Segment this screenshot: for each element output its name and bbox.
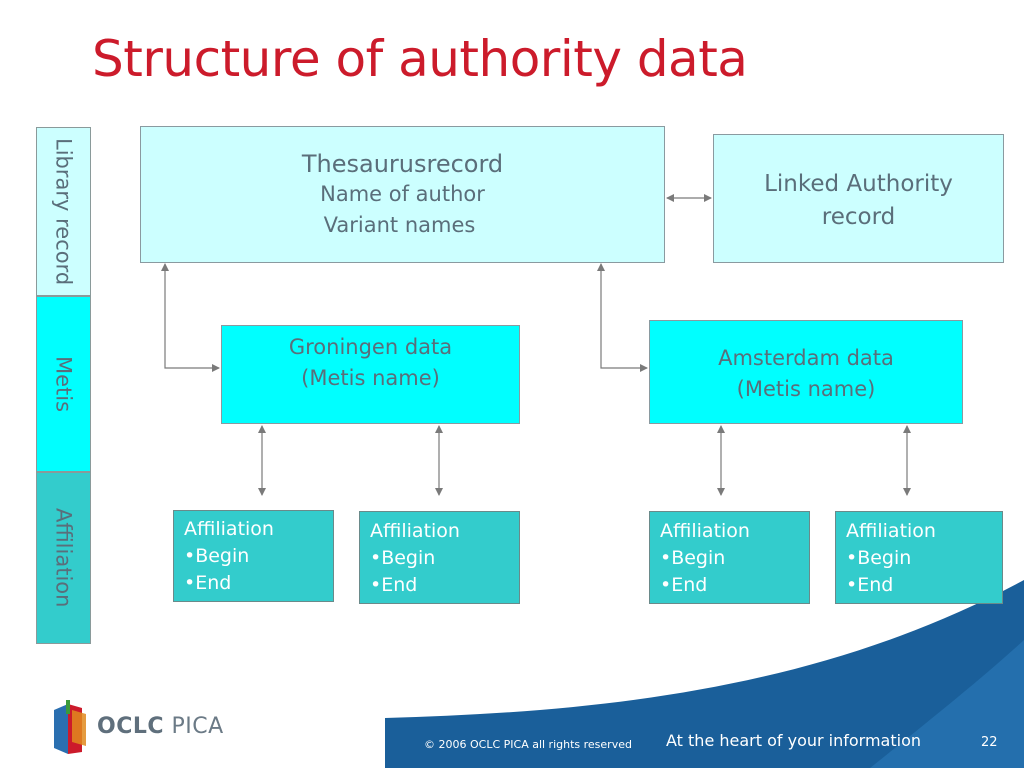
side-label-metis: Metis bbox=[36, 296, 91, 472]
groningen-data-box: Groningen data (Metis name) bbox=[221, 325, 520, 424]
affiliation-end: •End bbox=[660, 574, 708, 596]
logo-text: OCLC PICA bbox=[97, 714, 224, 739]
affiliation-title: Affiliation bbox=[184, 518, 274, 540]
arrow-thesaurus-amsterdam bbox=[597, 263, 648, 372]
amsterdam-line2: (Metis name) bbox=[736, 377, 876, 401]
groningen-line1: Groningen data bbox=[288, 335, 453, 359]
affiliation-title: Affiliation bbox=[370, 520, 460, 542]
linked-line2: record bbox=[821, 204, 896, 230]
arrow-thesaurus-groningen bbox=[161, 263, 220, 372]
side-label-affiliation: Affiliation bbox=[36, 472, 91, 644]
amsterdam-line1: Amsterdam data bbox=[718, 346, 894, 370]
logo-oclc: OCLC bbox=[97, 714, 165, 739]
affiliation-begin: •Begin bbox=[370, 547, 436, 569]
page-title: Structure of authority data bbox=[92, 30, 748, 88]
affiliation-box-4: Affiliation •Begin •End bbox=[835, 511, 1003, 604]
affiliation-title: Affiliation bbox=[660, 520, 750, 542]
thesaurus-record-box: Thesaurusrecord Name of author Variant n… bbox=[140, 126, 665, 263]
affiliation-title: Affiliation bbox=[846, 520, 936, 542]
affiliation-end: •End bbox=[846, 574, 894, 596]
affiliation-begin: •Begin bbox=[660, 547, 726, 569]
copyright-text: © 2006 OCLC PICA all rights reserved bbox=[424, 738, 632, 751]
affiliation-end: •End bbox=[184, 572, 232, 594]
tagline-text: At the heart of your information bbox=[666, 731, 922, 750]
affiliation-box-1: Affiliation •Begin •End bbox=[173, 510, 334, 602]
linked-line1: Linked Authority bbox=[764, 171, 953, 197]
thesaurus-line1: Name of author bbox=[320, 182, 485, 206]
side-label-library-text: Library record bbox=[51, 137, 76, 286]
affiliation-begin: •Begin bbox=[846, 547, 912, 569]
side-label-library-record: Library record bbox=[36, 127, 91, 296]
oclc-pica-logo-icon bbox=[54, 700, 86, 754]
groningen-line2: (Metis name) bbox=[301, 366, 440, 390]
affiliation-end: •End bbox=[370, 574, 418, 596]
affiliation-box-3: Affiliation •Begin •End bbox=[649, 511, 810, 604]
affiliation-box-2: Affiliation •Begin •End bbox=[359, 511, 520, 604]
thesaurus-title: Thesaurusrecord bbox=[301, 150, 504, 178]
page-number: 22 bbox=[981, 735, 998, 750]
amsterdam-data-box: Amsterdam data (Metis name) bbox=[649, 320, 963, 424]
affiliation-begin: •Begin bbox=[184, 545, 250, 567]
logo-pica: PICA bbox=[171, 714, 224, 739]
linked-authority-box: Linked Authority record bbox=[713, 134, 1004, 263]
side-label-metis-text: Metis bbox=[51, 355, 76, 413]
thesaurus-line2: Variant names bbox=[323, 213, 476, 237]
side-label-affiliation-text: Affiliation bbox=[51, 508, 76, 608]
